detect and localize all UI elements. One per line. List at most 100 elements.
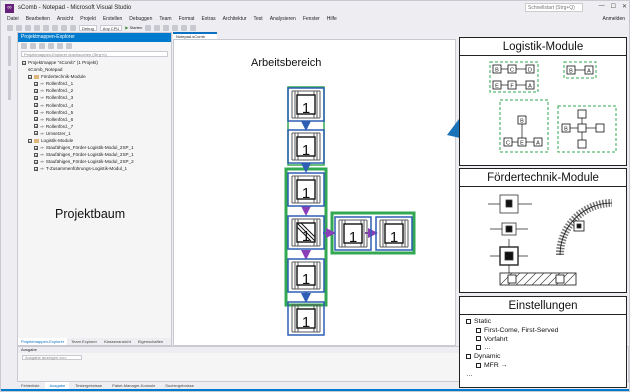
menu-help[interactable]: Hilfe: [326, 16, 337, 22]
checkbox[interactable]: [466, 353, 471, 359]
checkbox[interactable]: [476, 327, 481, 333]
tree-item-module[interactable]: +⇒Staufähiges_Förder-Logistik-Modul_2SP_…: [22, 144, 171, 151]
tree-item-module[interactable]: +⇒Staufähiges_Förder-Logistik-Modul_2SP_…: [22, 151, 171, 158]
expand-icon[interactable]: +: [34, 131, 38, 137]
tab-class-view[interactable]: Klassenansicht: [103, 339, 131, 344]
sign-in-link[interactable]: Anmelden: [602, 16, 625, 22]
tree-item-module[interactable]: +⇒Rollenförd._2: [22, 87, 171, 94]
tree-item-module[interactable]: +⇒Rollenförd._1: [22, 80, 171, 87]
close-icon[interactable]: ✕: [621, 4, 627, 10]
tree-item-module[interactable]: +⇒Rollenförd._6: [22, 116, 171, 123]
output-source-select[interactable]: Ausgabe anzeigen von:: [22, 355, 82, 360]
expand-icon[interactable]: +: [34, 103, 38, 109]
menu-window[interactable]: Fenster: [302, 16, 320, 22]
new-file-icon[interactable]: [25, 24, 31, 31]
checkbox[interactable]: [466, 318, 471, 324]
tree-item-module[interactable]: +⇒Rollenförd._3: [22, 94, 171, 101]
tab-properties[interactable]: Eigenschaften: [137, 339, 164, 344]
menu-file[interactable]: Datei: [7, 16, 19, 22]
tree-item-solution[interactable]: −Projektmappe "sComb" (1 Projekt): [22, 59, 171, 66]
expand-icon[interactable]: +: [34, 117, 38, 123]
toolbar-icon-c[interactable]: [163, 24, 170, 31]
menu-tools[interactable]: Extras: [201, 16, 216, 22]
tree-item-folder[interactable]: −Logistik-Module: [22, 137, 171, 144]
redo-icon[interactable]: [70, 24, 76, 31]
solution-search-input[interactable]: Projektmappen-Explorer durchsuchen (Strg…: [21, 51, 168, 57]
foerdertechnik-module-catalog[interactable]: [460, 187, 625, 291]
setting-vorfahrt[interactable]: Vorfahrt: [466, 336, 620, 345]
menu-edit[interactable]: Bearbeiten: [25, 16, 50, 22]
quick-launch-input[interactable]: Schnellstart (Strg+Q): [525, 3, 583, 12]
tree-item-module[interactable]: +⇒Umsetzer_1: [22, 130, 171, 137]
tab-test-results[interactable]: Testergebnisse: [75, 383, 103, 388]
setting-dynamic[interactable]: Dynamic: [466, 353, 620, 362]
server-explorer-strip[interactable]: [3, 32, 15, 382]
menu-view[interactable]: Ansicht: [56, 16, 74, 22]
logistik-module-catalog[interactable]: B C D E F A B A B C E A B: [460, 56, 625, 164]
tab-solution-explorer[interactable]: Projektmappen-Explorer: [18, 338, 68, 345]
expand-icon[interactable]: +: [34, 96, 38, 102]
tree-item-module[interactable]: +⇒Rollenförd._7: [22, 123, 171, 130]
workspace-canvas[interactable]: [173, 39, 456, 346]
expand-icon[interactable]: +: [34, 159, 38, 165]
expand-icon[interactable]: −: [28, 74, 32, 80]
tab-error-list[interactable]: Fehlerliste: [21, 383, 40, 388]
setting-fcfs[interactable]: First-Come, First-Served: [466, 327, 620, 336]
collapse-all-icon[interactable]: [48, 42, 54, 49]
back-icon[interactable]: [7, 24, 13, 31]
forward-icon[interactable]: [16, 24, 22, 31]
expand-icon[interactable]: +: [34, 88, 38, 94]
expand-icon[interactable]: −: [28, 138, 32, 144]
expand-icon[interactable]: +: [34, 81, 38, 87]
show-all-icon[interactable]: [57, 42, 63, 49]
document-tab[interactable]: Notepad.sComb: [173, 32, 217, 39]
maximize-icon[interactable]: ☐: [610, 4, 616, 10]
setting-mfr[interactable]: MFR →: [466, 362, 620, 371]
tab-package-manager[interactable]: Paket-Manager-Konsole: [112, 383, 156, 388]
expand-icon[interactable]: +: [34, 124, 38, 130]
checkbox[interactable]: [476, 362, 481, 368]
menu-team[interactable]: Team: [159, 16, 172, 22]
expand-icon[interactable]: +: [34, 110, 38, 116]
expand-icon[interactable]: +: [34, 152, 38, 158]
toolbar-icon-b[interactable]: [154, 24, 161, 31]
undo-icon[interactable]: [61, 24, 67, 31]
expand-icon[interactable]: −: [22, 60, 26, 66]
menu-build[interactable]: Erstellen: [102, 16, 123, 22]
tab-search-results[interactable]: Suchergebnisse: [165, 383, 194, 388]
platform-select[interactable]: Any CPU: [99, 24, 123, 31]
tree-item-project[interactable]: sComb_Notepad: [22, 66, 171, 73]
configuration-select[interactable]: Debug: [79, 24, 97, 31]
menu-project[interactable]: Projekt: [80, 16, 96, 22]
open-icon[interactable]: [34, 24, 40, 31]
expand-icon[interactable]: +: [34, 145, 38, 151]
setting-static[interactable]: Static: [466, 318, 620, 327]
toolbar-icon-d[interactable]: [172, 24, 179, 31]
menu-debug[interactable]: Debuggen: [129, 16, 153, 22]
menu-analyze[interactable]: Analysieren: [269, 16, 296, 22]
save-icon[interactable]: [43, 24, 49, 31]
home-icon[interactable]: [21, 42, 27, 49]
tree-item-module[interactable]: +⇒T-Zusammenführungs-Logistik-Modul_1: [22, 165, 171, 172]
minimize-icon[interactable]: —: [598, 3, 605, 9]
tree-item-module[interactable]: +⇒Staufähiges_Förder-Logistik-Modul_2SP_…: [22, 158, 171, 165]
setting-more-static[interactable]: …: [466, 344, 620, 353]
tree-item-folder[interactable]: −Fördertechnik-Module: [22, 73, 171, 80]
start-button[interactable]: ▶ Starten: [125, 25, 142, 30]
sync-icon[interactable]: [30, 42, 36, 49]
expand-icon[interactable]: +: [34, 166, 38, 172]
tab-team-explorer[interactable]: Team Explorer: [71, 339, 97, 344]
tree-item-module[interactable]: +⇒Rollenförd._5: [22, 109, 171, 116]
checkbox[interactable]: [476, 336, 481, 342]
menu-test[interactable]: Test: [253, 16, 263, 22]
toolbar-icon-a[interactable]: [145, 24, 152, 31]
toolbar-icon-e[interactable]: [181, 24, 188, 31]
save-all-icon[interactable]: [52, 24, 58, 31]
menu-format[interactable]: Format: [178, 16, 195, 22]
tab-output[interactable]: Ausgabe: [45, 382, 70, 389]
toolbar-icon-f[interactable]: [190, 24, 197, 31]
properties-icon[interactable]: [66, 42, 72, 49]
refresh-icon[interactable]: [39, 42, 45, 49]
checkbox[interactable]: [476, 345, 481, 351]
menu-architecture[interactable]: Architektur: [222, 16, 247, 22]
